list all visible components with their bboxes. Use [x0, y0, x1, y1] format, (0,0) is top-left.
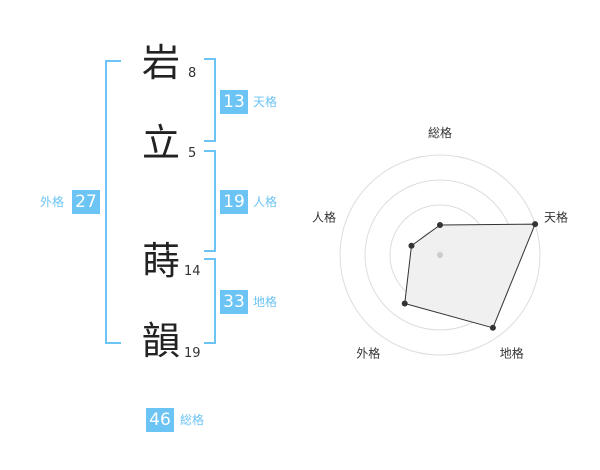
radar-axis-label-0: 総格	[428, 125, 452, 140]
jinkaku-label: 人格	[253, 195, 278, 209]
stroke-count-3: 14	[184, 264, 201, 279]
gaikaku-value: 27	[72, 190, 100, 214]
stroke-count-2: 5	[188, 146, 197, 161]
gaikaku-bracket	[105, 60, 121, 344]
radar-center	[437, 252, 443, 258]
name-character-2: 立	[142, 121, 181, 165]
name-character-4: 韻	[142, 319, 181, 363]
tenkaku-bracket	[204, 58, 216, 142]
radar-area	[404, 223, 536, 329]
soukaku-label: 総格	[180, 413, 205, 427]
radar-axis-label-1: 天格	[544, 209, 568, 224]
radar-point-3	[401, 300, 408, 307]
name-character-1: 岩	[142, 41, 181, 85]
radar-ring	[339, 154, 541, 356]
stroke-count-4: 19	[184, 346, 201, 361]
jinkaku-value: 19	[220, 190, 248, 214]
name-character-3: 蒔	[142, 239, 181, 283]
radar-point-0	[437, 222, 443, 228]
gaikaku-label: 外格	[40, 195, 65, 209]
tenkaku-value: 13	[220, 90, 248, 114]
soukaku-value: 46	[146, 408, 174, 432]
chikaku-label: 地格	[253, 295, 278, 309]
chikaku-value: 33	[220, 290, 248, 314]
radar-point-1	[532, 221, 539, 228]
radar-axis-label-2: 地格	[500, 346, 524, 361]
radar-point-2	[489, 324, 496, 331]
radar-axis-label-4: 人格	[312, 209, 336, 224]
chikaku-bracket	[204, 258, 216, 344]
stroke-count-1: 8	[188, 66, 197, 81]
radar-point-4	[408, 242, 415, 249]
tenkaku-label: 天格	[253, 95, 278, 109]
jinkaku-bracket	[204, 150, 216, 252]
radar-axis-label-3: 外格	[356, 346, 380, 361]
